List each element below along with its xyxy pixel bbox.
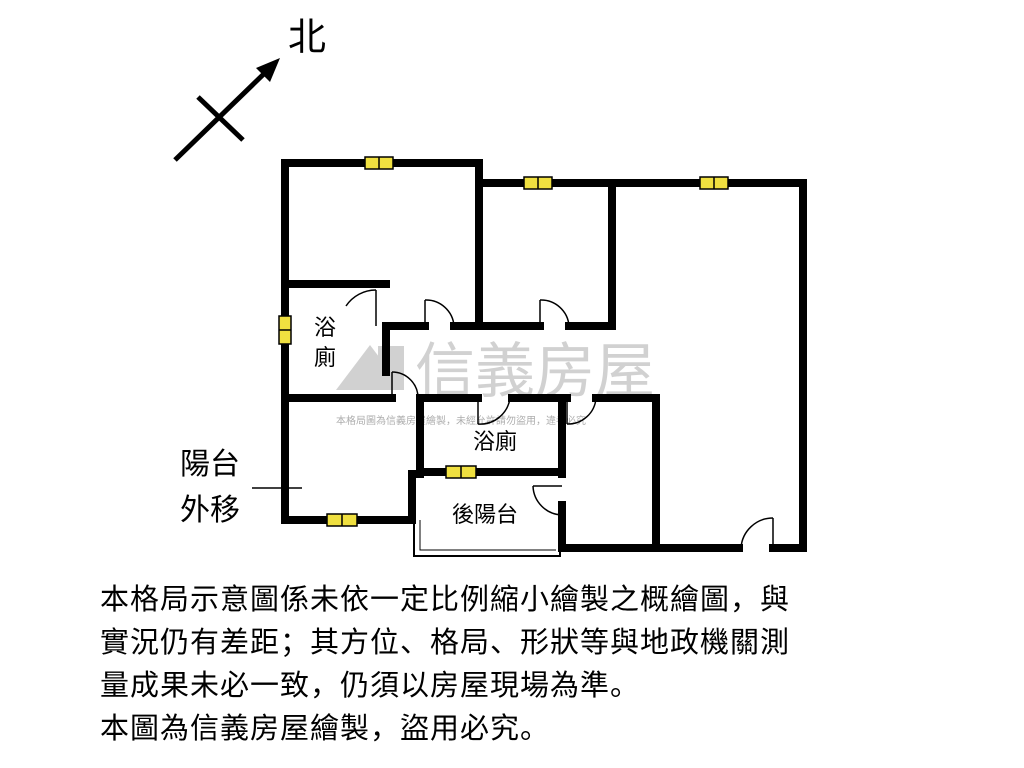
doors bbox=[345, 289, 774, 549]
window-icon bbox=[326, 513, 358, 527]
floor-plan: 北 信義房屋 本格局圖為信義房屋繪製，未經允許請勿盜用，違者必究 bbox=[173, 15, 807, 557]
door-swing-icon bbox=[532, 485, 563, 516]
bath1-label-line1: 浴 bbox=[314, 316, 336, 341]
rear-balcony-label: 後陽台 bbox=[452, 503, 518, 528]
bath2-label: 浴廁 bbox=[473, 430, 517, 455]
door-swing-icon bbox=[539, 299, 570, 327]
disclaimer-line: 本圖為信義房屋繪製，盜用必究。 bbox=[100, 711, 551, 745]
disclaimer: 本格局示意圖係未依一定比例縮小繪製之概繪圖，與 實況仍有差距；其方位、格局、形狀… bbox=[100, 578, 980, 750]
balcony-note-line1: 陽台 bbox=[180, 447, 240, 482]
window-icon bbox=[523, 176, 553, 190]
window-icon bbox=[364, 156, 394, 170]
disclaimer-line: 量成果未必一致，仍須以房屋現場為準。 bbox=[100, 668, 641, 702]
balcony-note-line2: 外移 bbox=[180, 493, 240, 528]
disclaimer-line: 實況仍有差距；其方位、格局、形狀等與地政機關測 bbox=[100, 625, 791, 659]
windows bbox=[278, 156, 729, 527]
door-swing-icon bbox=[345, 289, 377, 326]
rear-balcony-outline bbox=[413, 520, 561, 557]
window-icon bbox=[699, 176, 729, 190]
door-swing-icon bbox=[566, 397, 597, 425]
disclaimer-line: 本格局示意圖係未依一定比例縮小繪製之概繪圖，與 bbox=[100, 582, 791, 616]
bath1-label-line2: 廁 bbox=[314, 346, 336, 371]
walls bbox=[281, 159, 807, 552]
window-icon bbox=[278, 315, 292, 345]
watermark-logo-icon bbox=[336, 345, 404, 390]
door-swing-icon bbox=[424, 299, 455, 327]
north-label: 北 bbox=[288, 15, 326, 59]
window-icon bbox=[445, 465, 477, 479]
north-arrow-icon bbox=[173, 58, 280, 162]
rear-balcony-inner-outline bbox=[419, 520, 556, 551]
door-swing-icon bbox=[477, 397, 511, 425]
watermark-notice: 本格局圖為信義房屋繪製，未經允許請勿盜用，違者必究 bbox=[336, 414, 586, 427]
door-swing-icon bbox=[391, 371, 419, 399]
door-swing-icon bbox=[740, 517, 774, 549]
